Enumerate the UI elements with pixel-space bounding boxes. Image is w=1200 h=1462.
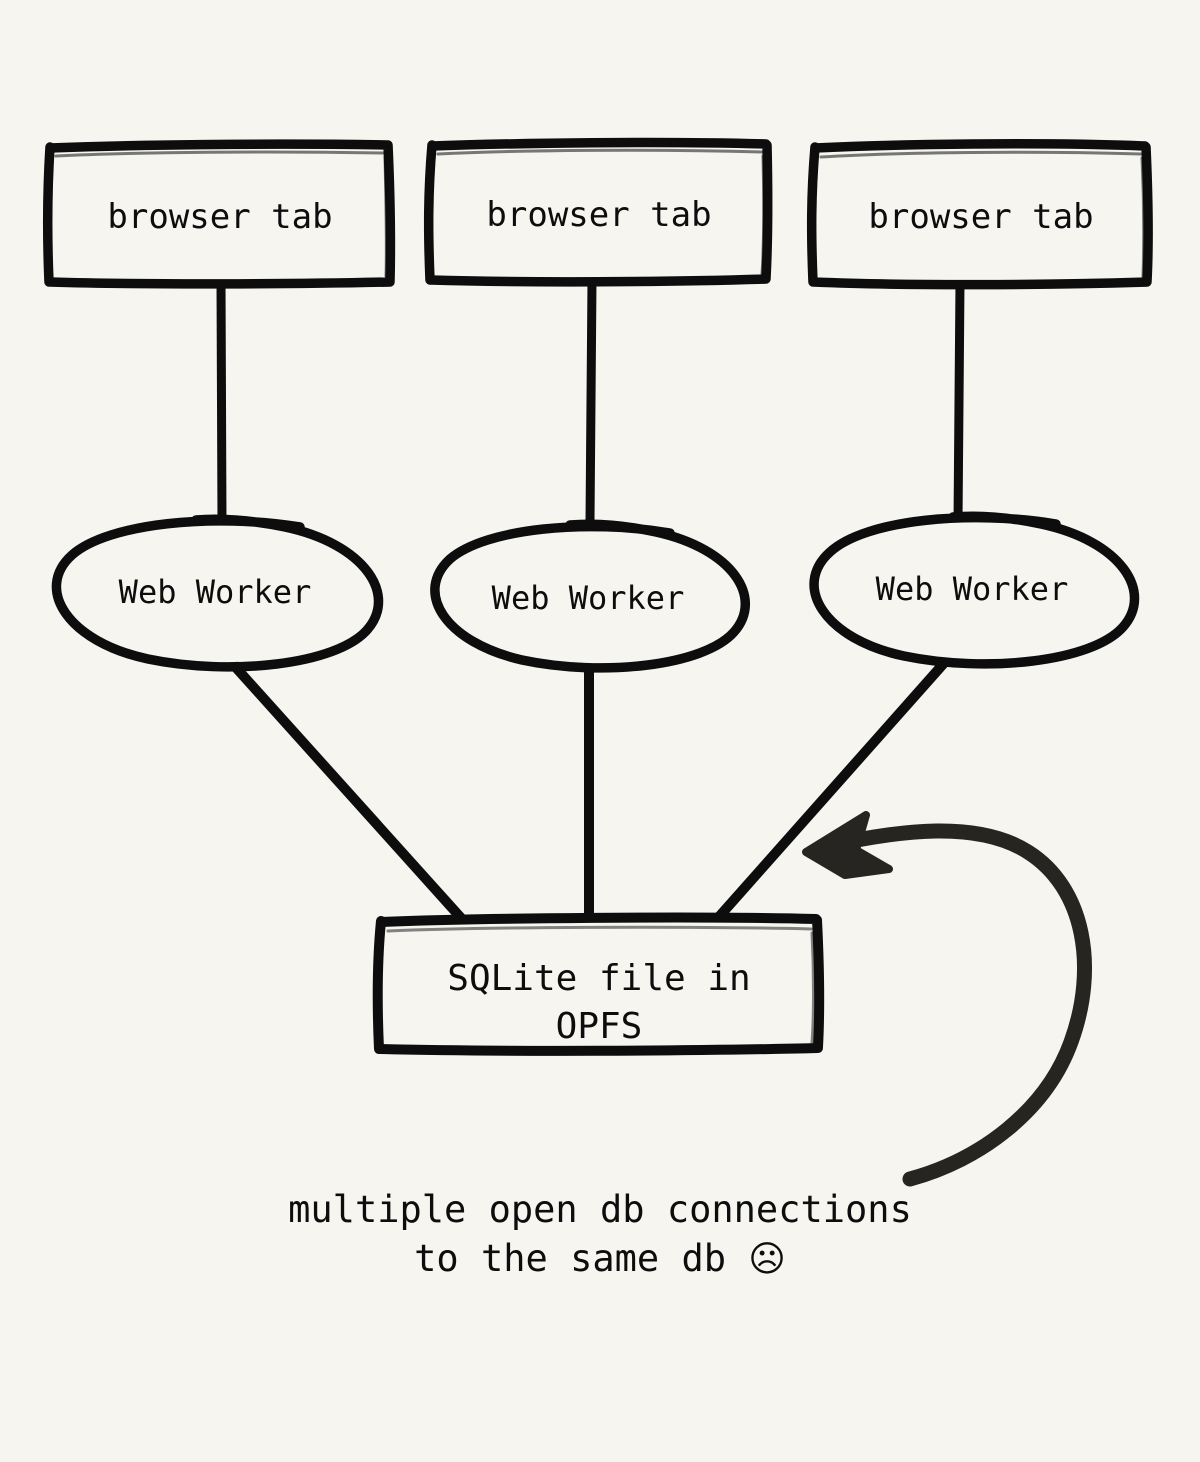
connector-tab1-worker1 [216, 281, 227, 525]
caption-line-2: to the same db [414, 1236, 749, 1280]
node-browser-tab-3[interactable] [806, 139, 1153, 290]
node-web-worker-3[interactable] [809, 511, 1140, 669]
caption-line-1: multiple open db connections [288, 1188, 912, 1231]
connector-tab3-worker3 [953, 281, 965, 523]
annotation-caption: multiple open db connections to the same … [0, 1186, 1200, 1284]
connector-tab2-worker2 [585, 279, 597, 522]
node-web-worker-2[interactable] [430, 519, 750, 673]
frowning-face-icon: ☹ [748, 1238, 786, 1280]
node-web-worker-1[interactable] [51, 514, 384, 672]
connector-worker3-store [713, 658, 949, 923]
node-sqlite-store[interactable] [372, 912, 825, 1056]
annotation-arrow [802, 811, 1092, 1187]
connector-worker1-store [226, 657, 466, 923]
connector-group-tab-worker [216, 279, 965, 525]
node-browser-tab-1[interactable] [42, 139, 396, 289]
node-browser-tab-2[interactable] [423, 137, 773, 287]
connector-group-worker-store [226, 657, 949, 923]
